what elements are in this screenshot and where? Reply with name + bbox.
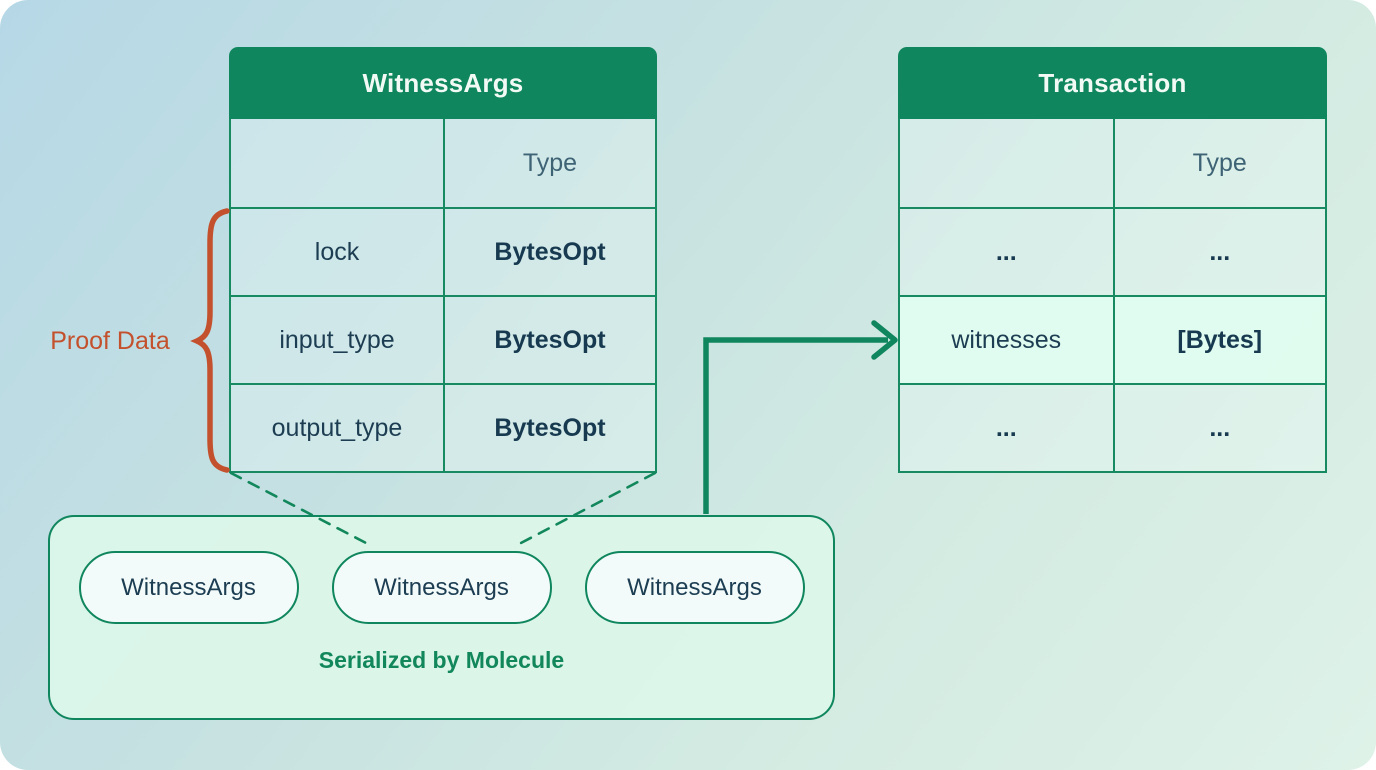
witnessargs-field-output-type: output_type bbox=[231, 383, 443, 471]
witnessargs-header-empty-cell bbox=[231, 119, 443, 207]
serialization-box: WitnessArgs WitnessArgs WitnessArgs Seri… bbox=[48, 515, 835, 720]
transaction-header-empty-cell bbox=[900, 119, 1113, 207]
witnessargs-field-lock: lock bbox=[231, 207, 443, 295]
transaction-type-ellipsis-top: ... bbox=[1112, 207, 1325, 295]
transaction-type-header-cell: Type bbox=[1112, 119, 1325, 207]
witnessargs-table-body: Type lock BytesOpt input_type BytesOpt o… bbox=[229, 119, 657, 473]
witnesses-arrow-line bbox=[703, 337, 888, 514]
witnessargs-type-header-cell: Type bbox=[443, 119, 655, 207]
transaction-field-ellipsis-top: ... bbox=[900, 207, 1113, 295]
witnesses-arrow-head bbox=[871, 320, 898, 360]
witnessargs-pill-3: WitnessArgs bbox=[584, 551, 805, 624]
witnessargs-table: WitnessArgs Type lock BytesOpt input_typ… bbox=[229, 47, 657, 473]
witnessargs-pill-row: WitnessArgs WitnessArgs WitnessArgs bbox=[50, 551, 833, 624]
witnessargs-field-input-type: input_type bbox=[231, 295, 443, 383]
transaction-table: Transaction Type ... ... witnesses [Byte… bbox=[898, 47, 1327, 473]
witnessargs-pill-2: WitnessArgs bbox=[331, 551, 552, 624]
witnessargs-type-output-type: BytesOpt bbox=[443, 383, 655, 471]
transaction-table-title: Transaction bbox=[898, 47, 1327, 119]
witnessargs-type-lock: BytesOpt bbox=[443, 207, 655, 295]
witnessargs-table-title: WitnessArgs bbox=[229, 47, 657, 119]
witnessargs-type-input-type: BytesOpt bbox=[443, 295, 655, 383]
transaction-type-ellipsis-bottom: ... bbox=[1112, 383, 1325, 471]
witnessargs-pill-1: WitnessArgs bbox=[78, 551, 299, 624]
proof-data-label: Proof Data bbox=[50, 327, 170, 355]
transaction-field-ellipsis-bottom: ... bbox=[900, 383, 1113, 471]
proof-data-brace bbox=[190, 208, 230, 473]
transaction-field-witnesses: witnesses bbox=[900, 295, 1113, 383]
serialized-by-molecule-caption: Serialized by Molecule bbox=[318, 647, 565, 673]
transaction-table-body: Type ... ... witnesses [Bytes] ... ... bbox=[898, 119, 1327, 473]
transaction-type-witnesses: [Bytes] bbox=[1112, 295, 1325, 383]
